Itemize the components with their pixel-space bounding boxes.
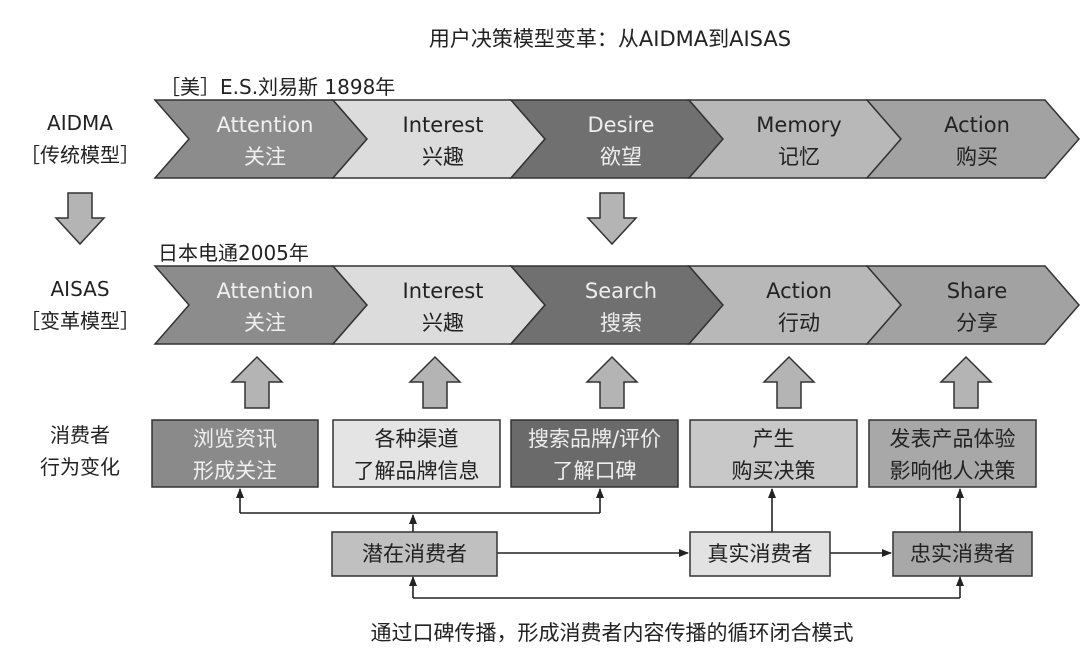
stage-chevron-attention: Attention 关注 [153,265,368,345]
behavior-line2: 形成关注 [193,459,277,483]
stage-en: Attention [217,279,314,303]
stage-en: Share [947,279,1008,303]
behavior-line1: 各种渠道 [375,427,459,451]
aisas-stages: Attention 关注 Interest 兴趣 Search 搜索 Action 行动 Sha… [153,265,1080,345]
aidma-source: ［美］E.S.刘易斯 1898年 [160,75,395,99]
behavior-line2: 影响他人决策 [890,459,1016,483]
up-arrow-icon [230,355,284,409]
aidma-label: AIDMA [47,111,113,135]
up-arrow-icon [585,355,639,409]
aidma-sublabel: ［传统模型］ [20,143,140,167]
stage-zh: 兴趣 [422,145,464,169]
stage-en: Desire [588,113,655,137]
stage-zh: 关注 [244,311,286,335]
chevron-shape [865,265,1080,345]
stage-en: Action [944,113,1010,137]
behavior-label-line2: 行为变化 [40,455,120,479]
stage-en: Search [585,279,657,303]
up-arrow-icon [762,355,816,409]
behavior-line2: 购买决策 [732,459,816,483]
caption: 通过口碑传播，形成消费者内容传播的循环闭合模式 [371,621,854,645]
stage-en: Memory [756,113,841,137]
stage-en: Attention [217,113,314,137]
stage-zh: 搜索 [600,311,642,335]
aisas-source: 日本电通2005年 [158,241,309,265]
stage-chevron-interest: Interest 兴趣 [331,265,546,345]
up-arrow-icon [939,355,993,409]
consumer-label: 潜在消费者 [362,542,467,566]
up-arrow-icon [408,355,462,409]
aisas-sublabel: ［变革模型］ [20,309,140,333]
aidma-stages: Attention 关注 Interest 兴趣 Desire 欲望 Memory 记忆 Act… [153,99,1080,179]
diagram-title: 用户决策模型变革：从AIDMA到AISAS [429,27,791,51]
consumer-box: 潜在消费者 [331,531,498,577]
stage-en: Action [766,279,832,303]
stage-zh: 购买 [956,145,998,169]
stage-chevron-share: Share 分享 [865,265,1080,345]
stage-zh: 兴趣 [422,311,464,335]
consumer-label: 真实消费者 [708,542,813,566]
behavior-line1: 产生 [753,427,795,451]
stage-en: Interest [403,113,484,137]
chevron-shape [865,99,1080,179]
down-arrow-icon [54,192,106,246]
stage-chevron-action: Action 购买 [865,99,1080,179]
stage-zh: 记忆 [778,145,820,169]
behavior-label-line1: 消费者 [50,423,110,447]
consumer-label: 忠实消费者 [910,542,1015,566]
consumer-box: 真实消费者 [689,531,831,577]
behavior-line2: 了解口碑 [553,459,637,483]
consumer-box: 忠实消费者 [892,531,1033,577]
stage-chevron-action: Action 行动 [687,265,902,345]
behavior-line1: 浏览资讯 [193,427,277,451]
stage-chevron-attention: Attention 关注 [153,99,368,179]
stage-zh: 关注 [244,145,286,169]
behavior-line2: 了解品牌信息 [354,459,480,483]
stage-en: Interest [403,279,484,303]
behavior-line1: 发表产品体验 [890,427,1016,451]
stage-zh: 欲望 [600,145,642,169]
aisas-label: AISAS [50,277,109,301]
behavior-line1: 搜索品牌/评价 [528,427,661,451]
stage-zh: 分享 [956,311,998,335]
down-arrow-icon [586,192,638,246]
stage-zh: 行动 [778,311,820,335]
